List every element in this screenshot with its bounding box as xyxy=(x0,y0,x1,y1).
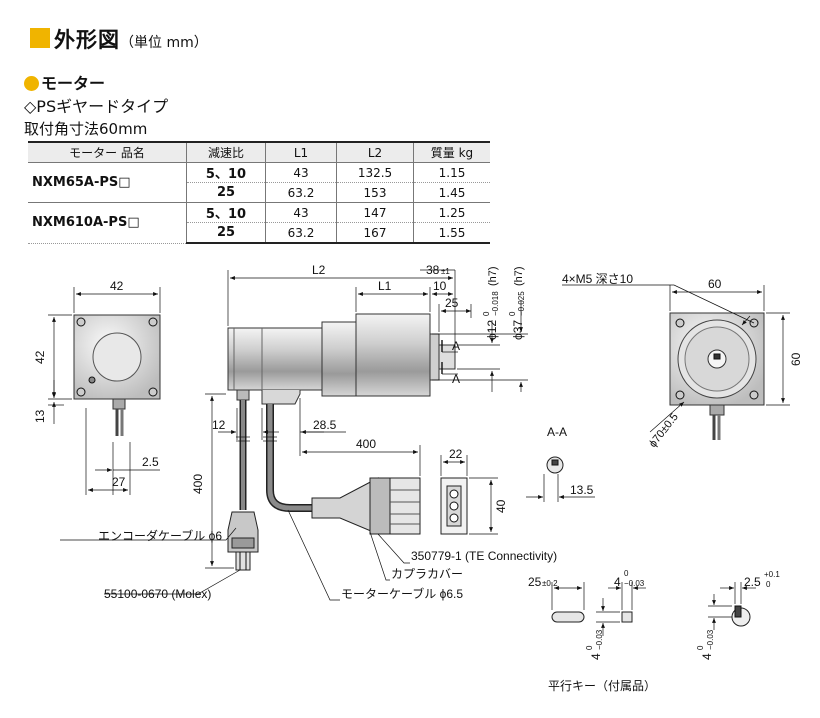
dim-42-top: 42 xyxy=(110,279,124,293)
dim-40: 40 xyxy=(494,499,508,513)
type-heading: ◇PSギヤードタイプ xyxy=(24,97,169,116)
dim-28-5: 28.5 xyxy=(313,418,337,432)
key-width-tol-upper: 0 xyxy=(624,569,629,578)
dim-13-5: 13.5 xyxy=(570,483,594,497)
dim-13: 13 xyxy=(33,409,47,423)
table-row: NXM610A-PS□ 5、10 43 147 1.25 xyxy=(28,202,490,244)
dim-L1: L1 xyxy=(378,279,392,293)
dim-phi37-tol-lower: −0.025 xyxy=(517,291,526,316)
dim-27: 27 xyxy=(112,475,126,489)
key-depth: 2.5 xyxy=(744,575,761,589)
dim-phi37-fit: (h7) xyxy=(513,266,525,286)
dim-10: 10 xyxy=(433,279,447,293)
dim-42-side: 42 xyxy=(33,350,47,364)
dim-L2: L2 xyxy=(312,263,326,277)
key-caption: 平行キー（付属品） xyxy=(548,679,656,693)
parallel-key xyxy=(551,605,751,627)
table-row: NXM65A-PS□ 5、10 43 132.5 1.15 xyxy=(28,162,490,203)
circle-bullet-icon xyxy=(24,76,39,91)
key-height-tol-lower: −0.03 xyxy=(595,629,604,650)
key-height-tol-upper: 0 xyxy=(585,645,594,650)
dim-400-horizontal: 400 xyxy=(356,437,376,451)
dim-25: 25 xyxy=(445,296,459,310)
dim-400-vertical: 400 xyxy=(191,474,205,494)
thread-note: 4×M5 深さ10 xyxy=(562,272,633,286)
coupler-cover-label: カプラカバー xyxy=(391,567,463,581)
col-l2: L2 xyxy=(336,141,414,163)
unit-note: （単位 mm） xyxy=(120,35,208,51)
te-connector-label: 350779-1 (TE Connectivity) xyxy=(411,549,557,563)
key-height: 4 xyxy=(589,653,603,660)
dim-phi12: ϕ12 xyxy=(485,320,499,340)
section-mark-a-top: A xyxy=(452,339,460,353)
dim-60-side: 60 xyxy=(789,352,803,366)
page-title: 外形図（単位 mm） xyxy=(54,28,208,52)
section-a-a xyxy=(546,456,564,474)
key-depth-tol-lower: 0 xyxy=(766,580,771,589)
dim-22: 22 xyxy=(449,447,463,461)
motor-side-view xyxy=(227,313,456,405)
col-l1: L1 xyxy=(265,141,337,163)
connector-front-view xyxy=(440,477,468,535)
key-length-tol: ±0.2 xyxy=(542,579,558,588)
section-a-a-label: A-A xyxy=(547,425,567,439)
key-depth-tol-upper: +0.1 xyxy=(764,570,780,579)
col-name: モーター 品名 xyxy=(28,141,187,163)
flange-heading: 取付角寸法60mm xyxy=(24,120,148,138)
col-ratio: 減速比 xyxy=(186,141,266,163)
key-height-2-tol-upper: 0 xyxy=(696,645,705,650)
key-height-2: 4 xyxy=(700,653,714,660)
dim-phi37: ϕ37 xyxy=(511,320,525,340)
dim-60-top: 60 xyxy=(708,277,722,291)
col-mass: 質量 kg xyxy=(413,141,490,163)
dim-phi12-fit: (h7) xyxy=(487,266,499,286)
spec-table: モーター 品名 減速比 L1 L2 質量 kg NXM65A-PS□ 5、10 … xyxy=(28,141,490,244)
dim-12: 12 xyxy=(212,418,226,432)
motor-heading: モーター xyxy=(24,70,105,94)
dim-phi12-tol-lower: −0.018 xyxy=(491,291,500,316)
title-square-icon xyxy=(30,28,50,48)
dim-2-5: 2.5 xyxy=(142,455,159,469)
dim-phi12-tol-upper: 0 xyxy=(482,311,491,316)
encoder-cable-label: エンコーダケーブル ϕ6 xyxy=(98,528,222,543)
table-row: 25 63.2 153 1.45 xyxy=(28,182,490,203)
motor-cable-label: モーターケーブル ϕ6.5 xyxy=(341,586,463,601)
molex-connector-label: 55100-0670 (Molex) xyxy=(104,587,211,601)
cables xyxy=(227,400,421,571)
table-row: 25 63.2 167 1.55 xyxy=(28,222,490,244)
key-width-tol-lower: −0.03 xyxy=(624,579,645,588)
key-width: 4 xyxy=(614,575,621,589)
key-height-2-tol-lower: −0.03 xyxy=(706,629,715,650)
section-mark-a-bottom: A xyxy=(452,372,460,386)
dim-38-tol: ±1 xyxy=(441,267,450,276)
dim-phi37-tol-upper: 0 xyxy=(508,311,517,316)
key-length: 25 xyxy=(528,575,542,589)
dim-38: 38 xyxy=(426,263,440,277)
flange-front-view xyxy=(669,312,765,440)
motor-rear-view xyxy=(73,314,161,436)
